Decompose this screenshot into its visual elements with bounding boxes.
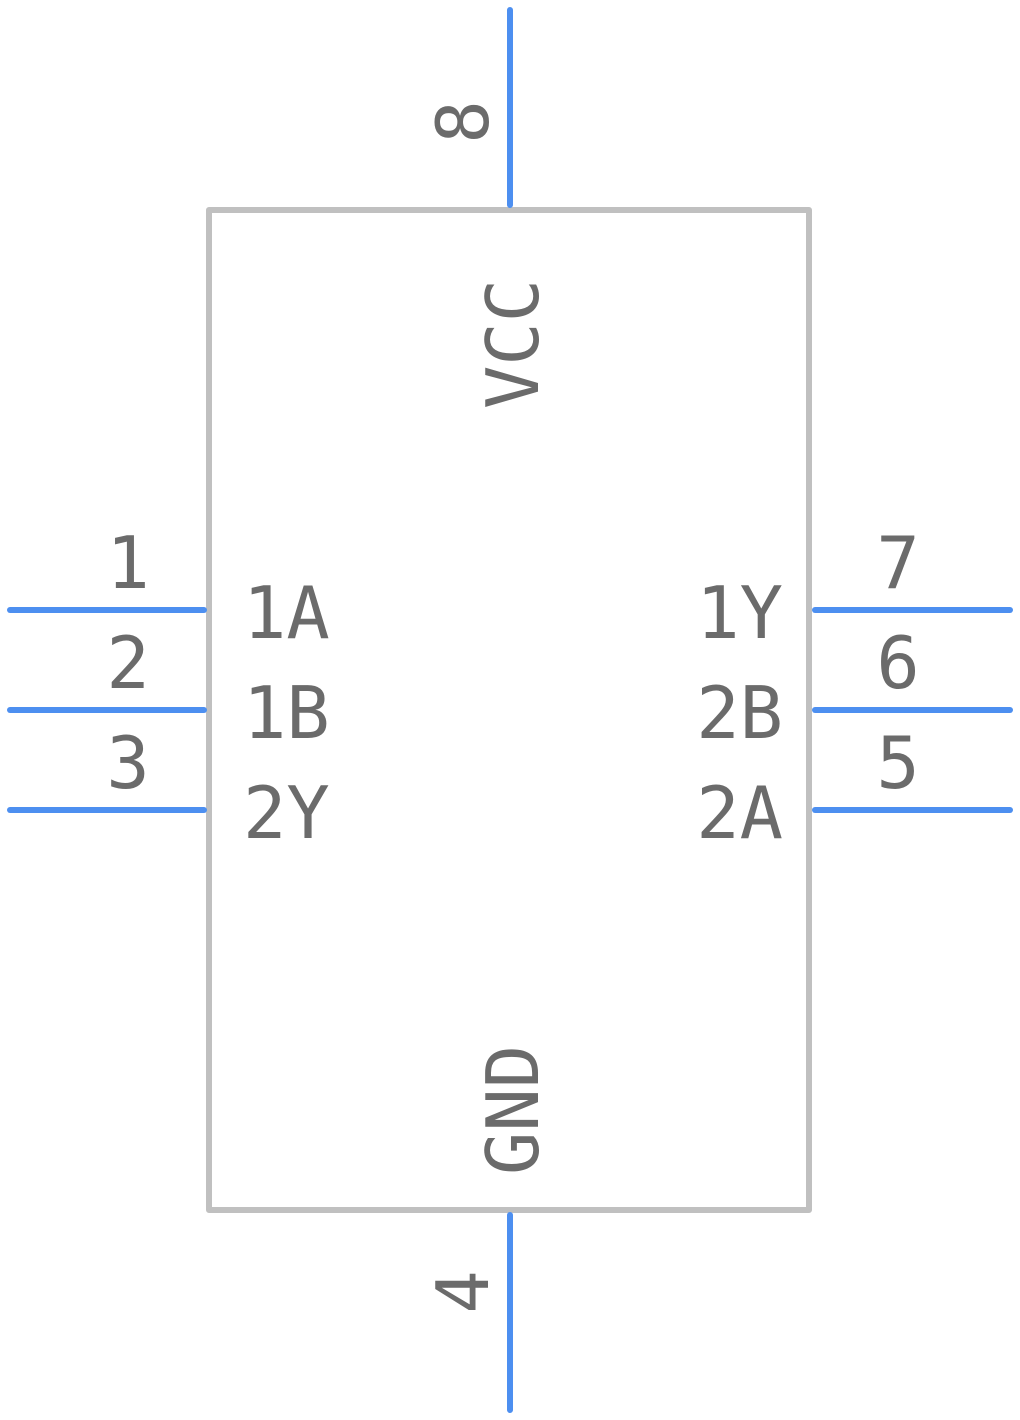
pin-2-number: 2 (106, 621, 149, 705)
pin-7-name: 1Y (696, 571, 783, 655)
pin-6-number: 6 (876, 621, 919, 705)
pin-8-number: 8 (421, 100, 505, 143)
pin-3-name: 2Y (243, 771, 330, 855)
pin-8-name: VCC (471, 279, 555, 409)
pin-4-number: 4 (421, 1270, 505, 1313)
pin-5-name: 2A (696, 771, 783, 855)
pin-1-number: 1 (106, 521, 149, 605)
pin-4-name: GND (471, 1045, 555, 1175)
pin-3-number: 3 (106, 721, 149, 805)
pin-6-name: 2B (696, 671, 783, 755)
pin-1-name: 1A (243, 571, 330, 655)
pin-7-number: 7 (876, 521, 919, 605)
pin-2-name: 1B (243, 671, 330, 755)
component-body (206, 207, 812, 1213)
pin-5-number: 5 (876, 721, 919, 805)
